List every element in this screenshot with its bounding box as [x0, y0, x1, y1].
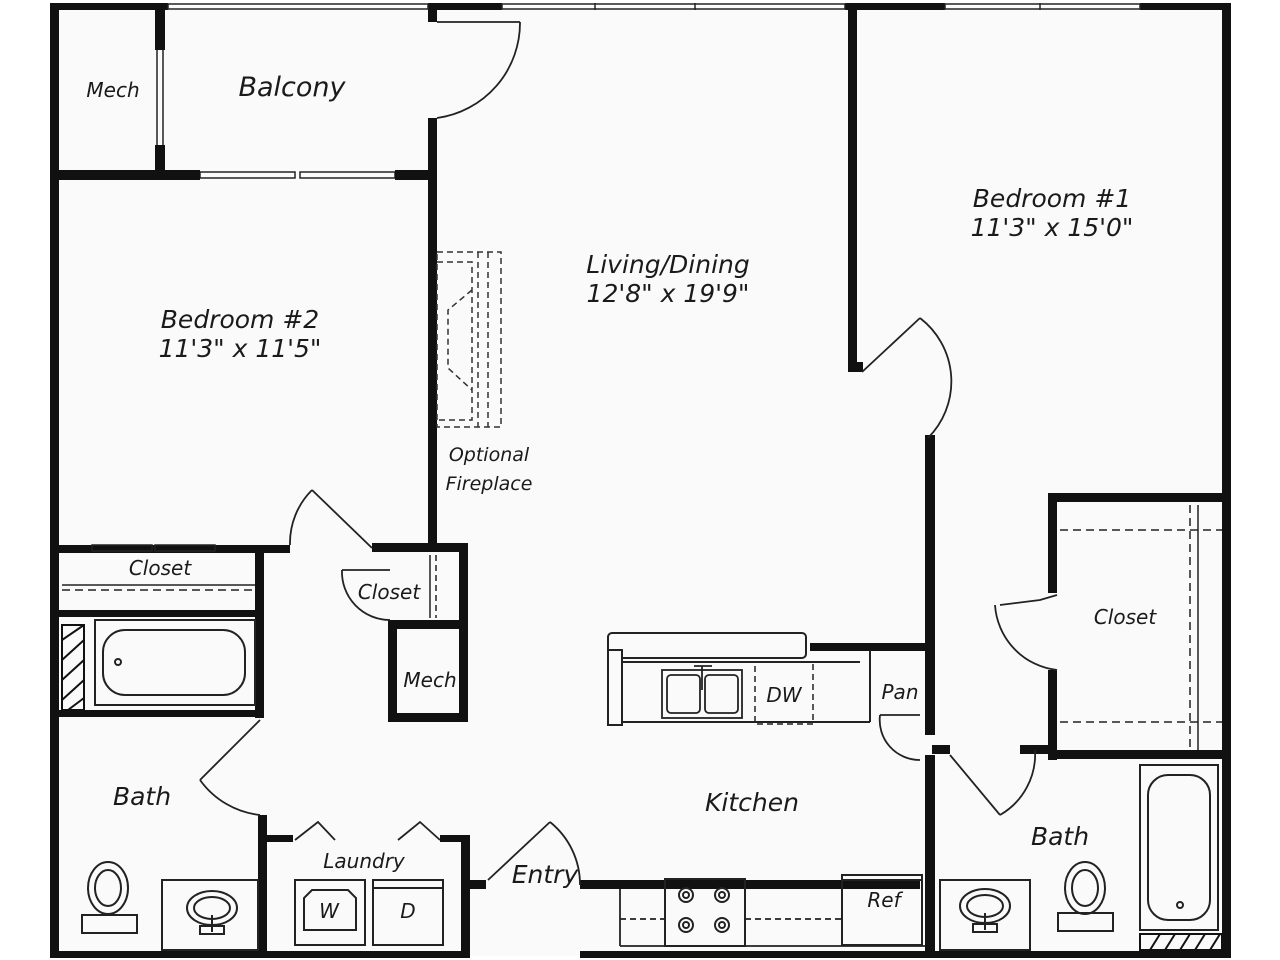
kitchen-counter — [607, 632, 871, 726]
room-label-bedroom-1: Bedroom #1 11'3" x 15'0" — [971, 184, 1134, 242]
washer-dryer — [294, 879, 444, 946]
room-size-bedroom-1: 11'3" x 15'0" — [970, 213, 1134, 242]
room-label-bath-right: Bath — [1030, 822, 1090, 851]
hatched-shafts — [61, 624, 1223, 951]
door-swings — [199, 21, 1058, 886]
cooktop — [664, 878, 746, 947]
refrigerator — [841, 874, 923, 946]
room-label-kitchen: Kitchen — [705, 788, 799, 817]
vanity-right — [939, 879, 1031, 951]
fireplace-outline — [436, 251, 502, 428]
bathtub-right — [1139, 764, 1219, 931]
floor-area — [55, 6, 1230, 956]
room-label-closet-hall: Closet — [357, 580, 421, 604]
room-label-mech: Mech — [86, 78, 140, 102]
room-name-bedroom-2: Bedroom #2 — [160, 305, 320, 334]
room-label-laundry: Laundry — [323, 849, 405, 873]
room-name-bedroom-1: Bedroom #1 — [972, 184, 1132, 213]
label-optional-fireplace: Optional Fireplace — [446, 441, 533, 499]
room-size-bedroom-2: 11'3" x 11'5" — [158, 334, 322, 363]
label-refrigerator: Ref — [867, 888, 901, 912]
room-label-bedroom-2: Bedroom #2 11'3" x 11'5" — [159, 305, 322, 363]
closet-shelves — [62, 505, 1222, 750]
label-entry: Entry — [511, 860, 579, 889]
label-pantry: Pan — [881, 680, 919, 704]
fireplace-line-2: Fireplace — [445, 473, 533, 495]
room-label-balcony: Balcony — [238, 72, 346, 103]
toilet-right — [1057, 861, 1114, 932]
label-dishwasher: DW — [766, 683, 802, 707]
room-label-living-dining: Living/Dining 12'8" x 19'9" — [586, 250, 749, 308]
room-name-living-dining: Living/Dining — [586, 250, 750, 279]
fireplace-line-1: Optional — [448, 444, 530, 466]
label-washer: W — [319, 899, 339, 923]
room-size-living-dining: 12'8" x 19'9" — [586, 279, 750, 308]
room-label-closet-bedroom-2: Closet — [128, 556, 192, 580]
room-label-mech-hall: Mech — [403, 668, 457, 692]
interior-walls — [55, 6, 1228, 955]
kitchen-sink — [661, 665, 743, 719]
room-label-bath-left: Bath — [112, 782, 172, 811]
toilet-left — [81, 861, 138, 934]
label-dryer: D — [400, 899, 416, 923]
room-label-closet-bedroom-1: Closet — [1093, 605, 1157, 629]
vanity-left — [161, 879, 259, 951]
bathtub-left — [94, 619, 256, 706]
